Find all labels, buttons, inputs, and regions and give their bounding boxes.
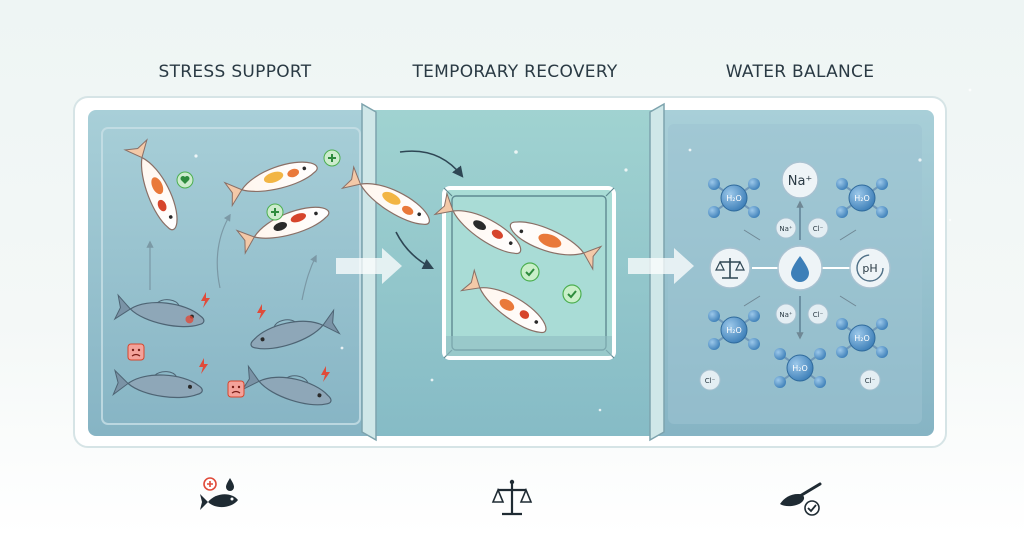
chloride-label: Cl⁻ bbox=[865, 377, 876, 385]
koi-fish-top-left bbox=[124, 139, 187, 235]
water-label: H₂O bbox=[792, 364, 808, 373]
water-drop-icon bbox=[777, 245, 823, 291]
sodium-label: Na⁺ bbox=[788, 174, 813, 189]
scale-icon bbox=[709, 247, 751, 289]
sodium-label-small: Na⁺ bbox=[779, 225, 793, 233]
water-label: H₂O bbox=[854, 334, 870, 343]
transfer-arrow-right bbox=[628, 248, 694, 284]
flow-arrow bbox=[395, 231, 435, 270]
sodium-ion-small bbox=[775, 217, 797, 239]
water-label: H₂O bbox=[726, 326, 742, 335]
koi-fish-recovering bbox=[460, 269, 554, 341]
water-label: H₂O bbox=[854, 194, 870, 203]
check-icon bbox=[520, 262, 540, 282]
sodium-ion bbox=[781, 161, 819, 199]
water-label: H₂O bbox=[726, 194, 742, 203]
heading-water-balance: WATER BALANCE bbox=[725, 62, 875, 82]
sad-face-icon bbox=[127, 343, 145, 361]
chloride-ion bbox=[699, 369, 721, 391]
sodium-ion-small bbox=[775, 303, 797, 325]
koi-fish-mid-right bbox=[236, 198, 333, 254]
transfer-arrow-right bbox=[336, 248, 402, 284]
fish-health-icon bbox=[200, 477, 238, 510]
ph-label: pH bbox=[862, 262, 877, 275]
heart-shield-icon bbox=[176, 171, 194, 189]
koi-fish-transfer bbox=[341, 166, 436, 233]
stressed-fish bbox=[114, 292, 207, 332]
chloride-label: Cl⁻ bbox=[813, 311, 824, 319]
sodium-label-small: Na⁺ bbox=[779, 311, 793, 319]
sparkles bbox=[194, 88, 972, 412]
check-icon bbox=[562, 284, 582, 304]
heading-stress-support: STRESS SUPPORT bbox=[158, 62, 312, 82]
flow-arrow bbox=[399, 150, 464, 178]
chloride-label: Cl⁻ bbox=[705, 377, 716, 385]
koi-fish-recovering bbox=[505, 214, 602, 270]
chloride-ion bbox=[859, 369, 881, 391]
chloride-ion bbox=[807, 303, 829, 325]
plus-icon bbox=[266, 203, 284, 221]
scoop-check-icon bbox=[780, 482, 822, 516]
heading-temporary-recovery: TEMPORARY RECOVERY bbox=[412, 62, 618, 82]
chloride-ion bbox=[807, 217, 829, 239]
ph-icon bbox=[849, 247, 891, 289]
sad-face-icon bbox=[227, 380, 245, 398]
plus-icon bbox=[323, 149, 341, 167]
balance-scale-icon bbox=[491, 479, 533, 516]
koi-fish-top-center bbox=[224, 153, 321, 207]
koi-fish-recovering bbox=[434, 193, 528, 262]
chloride-label: Cl⁻ bbox=[813, 225, 824, 233]
